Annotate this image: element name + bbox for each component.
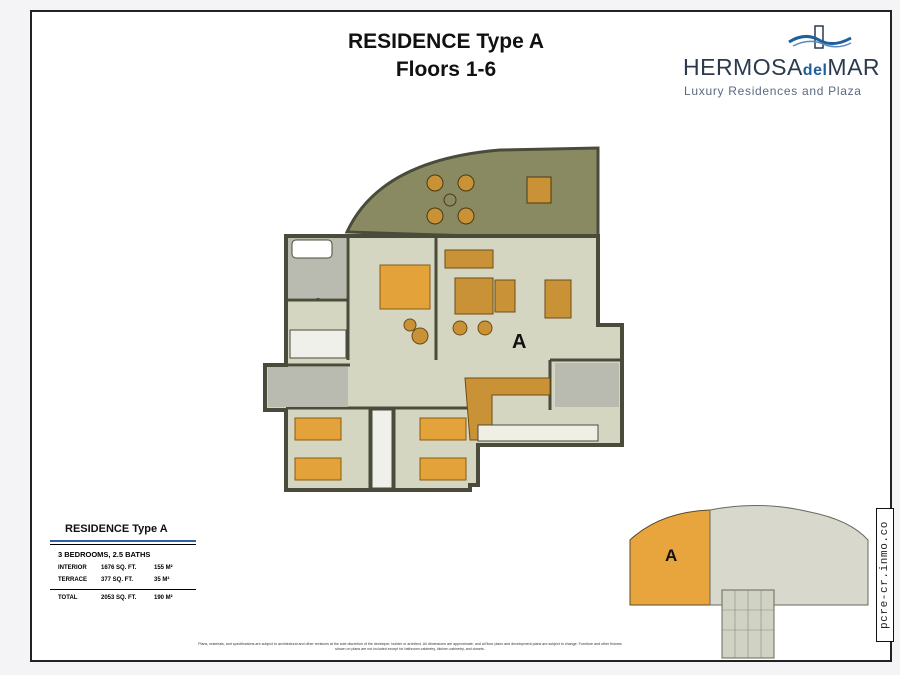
spec-row-m2: 190 M²: [154, 595, 173, 601]
key-plan-plaza-grid: [722, 590, 774, 658]
spec-row-m2: 35 M²: [154, 577, 170, 583]
spec-table: RESIDENCE Type A 3 BEDROOMS, 2.5 BATHS I…: [50, 523, 196, 601]
brand-name-part3: MAR: [827, 54, 881, 80]
spec-summary: 3 BEDROOMS, 2.5 BATHS: [58, 550, 151, 559]
terrace-furniture: [426, 174, 552, 225]
unit-label: A: [512, 331, 527, 353]
beds: [294, 264, 467, 481]
key-plan-unit-label: A: [665, 546, 678, 565]
key-plan-other-units: [709, 504, 869, 606]
watermark-badge: pcre-cr.inmo.co: [876, 508, 894, 642]
spec-row-sqft: 1676 SQ. FT.: [101, 565, 137, 571]
kitchen-appliances: [477, 424, 599, 442]
brand-wave-icon: [788, 25, 852, 49]
spec-row-interior: INTERIOR 1676 SQ. FT. 155 M²: [50, 565, 196, 571]
closet-2: [371, 409, 393, 489]
brand-tagline: Luxury Residences and Plaza: [684, 84, 862, 98]
spec-row-label: TOTAL: [58, 595, 78, 601]
spec-row-terrace: TERRACE 377 SQ. FT. 35 M²: [50, 577, 196, 583]
closet-1: [289, 329, 347, 359]
spec-row-sqft: 2053 SQ. FT.: [101, 595, 137, 601]
brand-name-part1: HERMOSA: [683, 54, 803, 80]
page-subtitle: Floors 1-6: [395, 58, 497, 81]
living-furniture: [403, 249, 572, 345]
spec-divider: [50, 544, 196, 545]
spec-row-label: INTERIOR: [58, 565, 87, 571]
spec-row-m2: 155 M²: [154, 565, 173, 571]
disclaimer-text: Plans, materials, and specifications are…: [198, 642, 622, 651]
bathtub: [291, 239, 333, 259]
spec-row-sqft: 377 SQ. FT.: [101, 577, 134, 583]
spec-row-label: TERRACE: [58, 577, 88, 583]
watermark-text: pcre-cr.inmo.co: [879, 520, 891, 630]
powder-room: [555, 363, 619, 407]
spec-title: RESIDENCE Type A: [65, 523, 168, 535]
brand-name-part2: del: [802, 62, 828, 79]
spec-row-total: TOTAL 2053 SQ. FT. 190 M²: [50, 589, 196, 601]
spec-divider: [50, 540, 196, 542]
brand-name: HERMOSAdelMAR: [683, 54, 880, 81]
interior-walls: [286, 236, 622, 490]
page-title: RESIDENCE Type A: [347, 30, 545, 53]
terrace: [344, 146, 600, 242]
bathroom-2: [268, 367, 348, 407]
